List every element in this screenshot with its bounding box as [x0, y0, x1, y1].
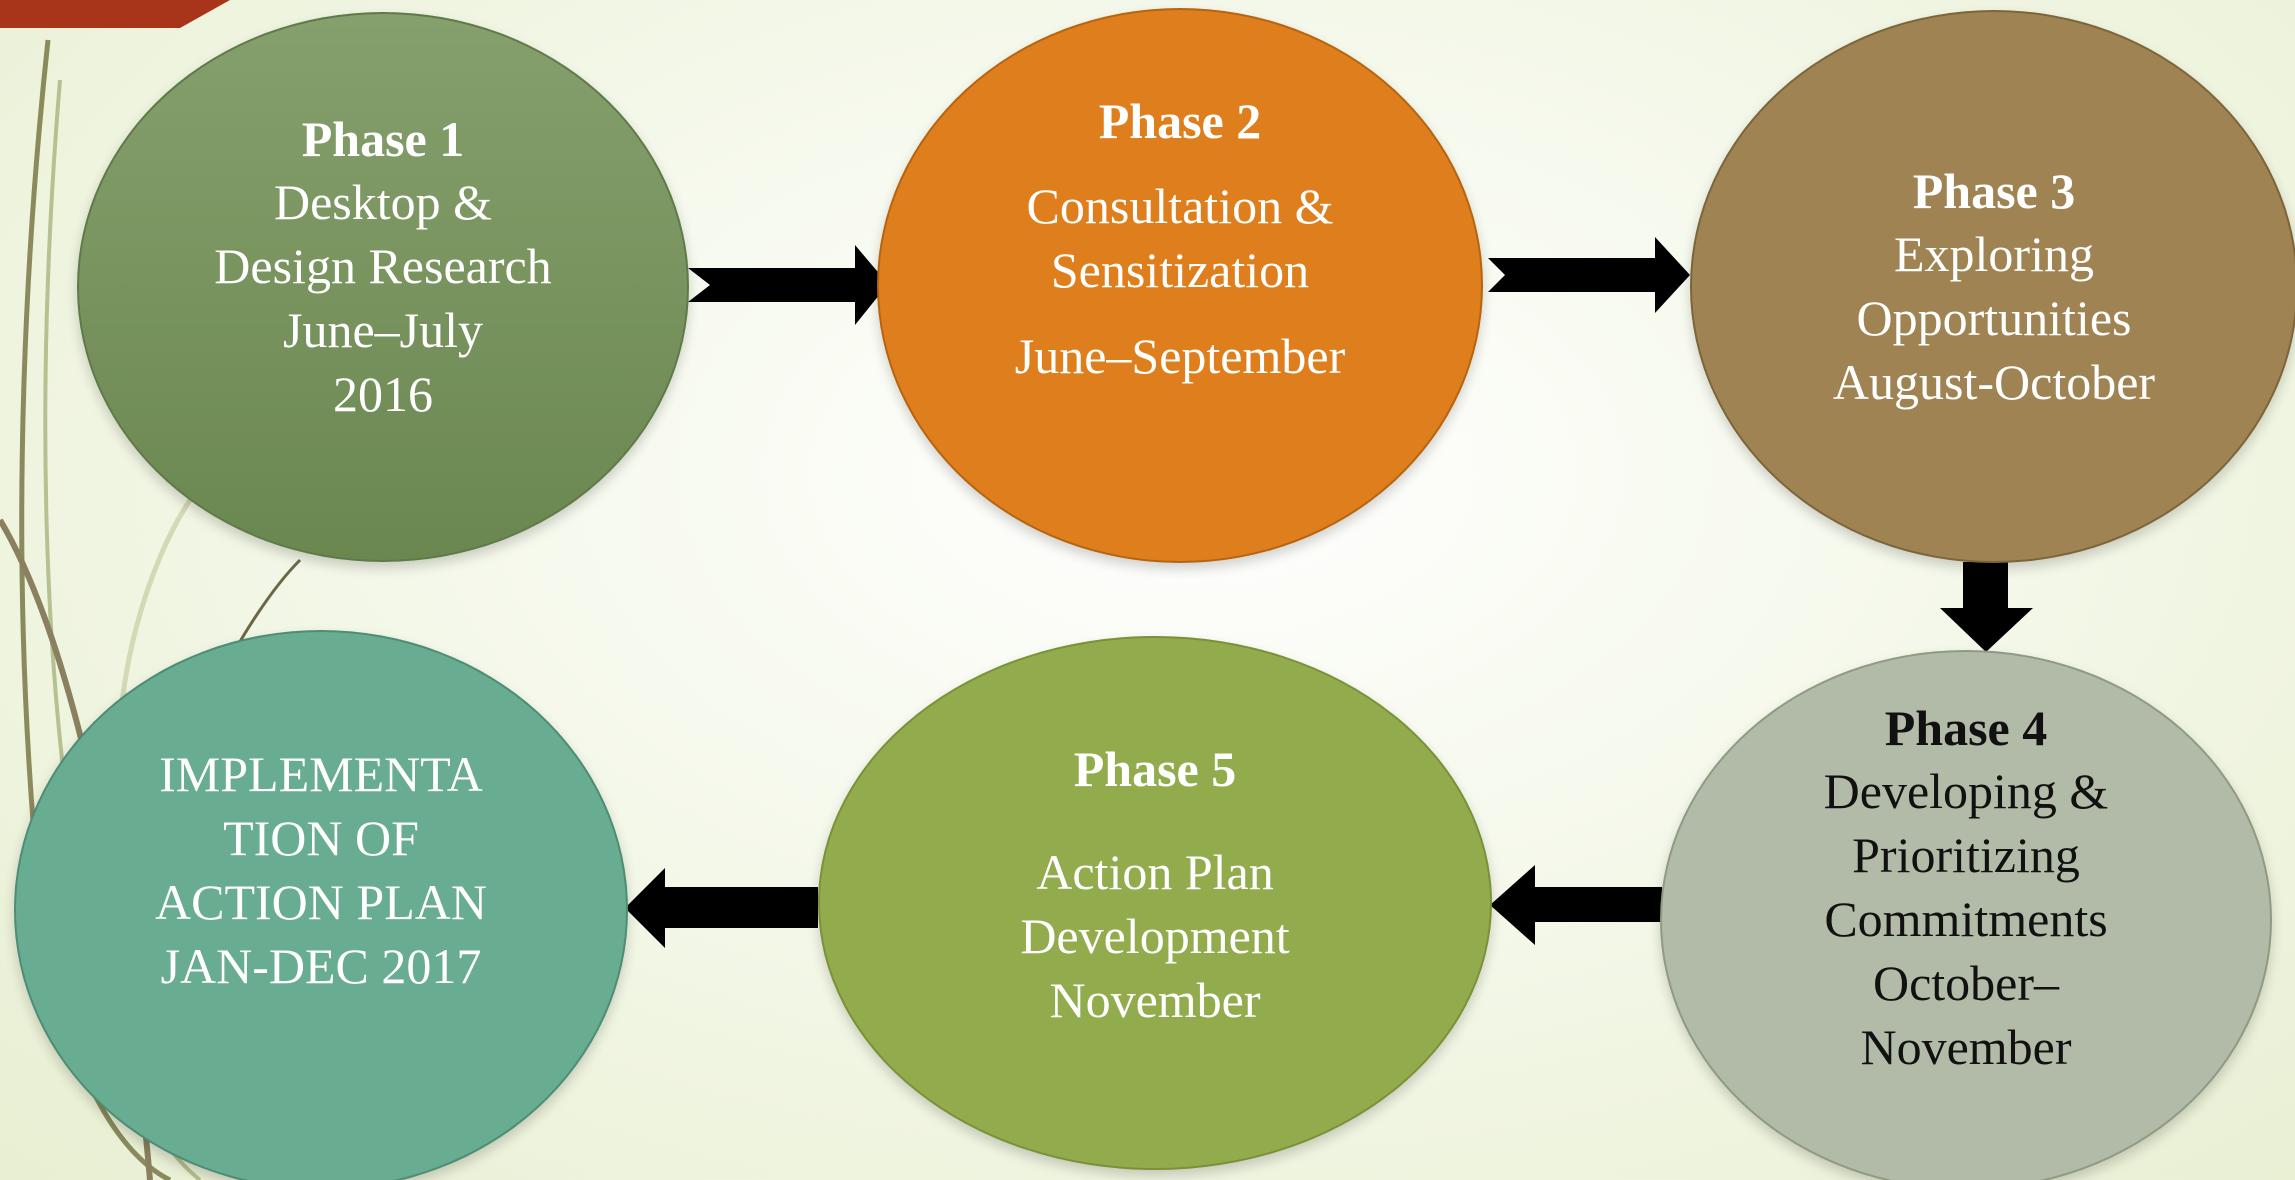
implementation-line-4: JAN-DEC 2017 — [160, 938, 482, 994]
phase-5-line-3: November — [1049, 972, 1261, 1028]
phase-1-line-3: June–July — [283, 302, 483, 358]
corner-accent — [0, 0, 230, 28]
phase-3-line-1: Exploring — [1894, 226, 2094, 282]
phase-5-line-2: Development — [1020, 908, 1290, 964]
phase-4-line-4: October– — [1872, 955, 2060, 1011]
phase-2-line-3: June–September — [1014, 328, 1346, 384]
decorative-curve — [19, 39, 172, 1180]
phase-2-title: Phase 2 — [1098, 93, 1262, 149]
phase-1-line-4: 2016 — [333, 366, 433, 422]
phase-4-line-2: Prioritizing — [1852, 827, 2080, 883]
phase-4-title: Phase 4 — [1884, 700, 2048, 756]
phase-4-line-3: Commitments — [1824, 891, 2108, 947]
phase-4-line-5: November — [1860, 1019, 2072, 1075]
implementation-line-3: ACTION PLAN — [155, 874, 487, 930]
phase-5-node: Phase 5 Action Plan Development November — [818, 636, 1492, 1170]
implementation-line-2: TION OF — [223, 810, 419, 866]
implementation-node: IMPLEMENTA TION OF ACTION PLAN JAN-DEC 2… — [14, 630, 628, 1180]
phase-2-node: Phase 2 Consultation & Sensitization Jun… — [877, 8, 1483, 563]
phase-1-node: Phase 1 Desktop & Design Research June–J… — [77, 12, 689, 562]
phase-4-node: Phase 4 Developing & Prioritizing Commit… — [1660, 650, 2272, 1180]
phase-3-line-3: August-October — [1832, 354, 2156, 410]
phase-3-line-2: Opportunities — [1856, 290, 2132, 346]
phase-3-title: Phase 3 — [1912, 163, 2076, 219]
phase-3-node: Phase 3 Exploring Opportunities August-O… — [1690, 10, 2295, 563]
phase-5-line-1: Action Plan — [1036, 844, 1274, 900]
phase-5-title: Phase 5 — [1073, 741, 1237, 797]
phase-2-line-2: Sensitization — [1050, 242, 1310, 298]
phase-4-line-1: Developing & — [1823, 763, 2109, 819]
implementation-line-1: IMPLEMENTA — [159, 746, 483, 802]
phase-1-line-2: Design Research — [214, 238, 552, 294]
phase-1-title: Phase 1 — [301, 111, 465, 167]
phase-2-line-1: Consultation & — [1026, 178, 1334, 234]
phase-1-line-1: Desktop & — [273, 174, 493, 230]
